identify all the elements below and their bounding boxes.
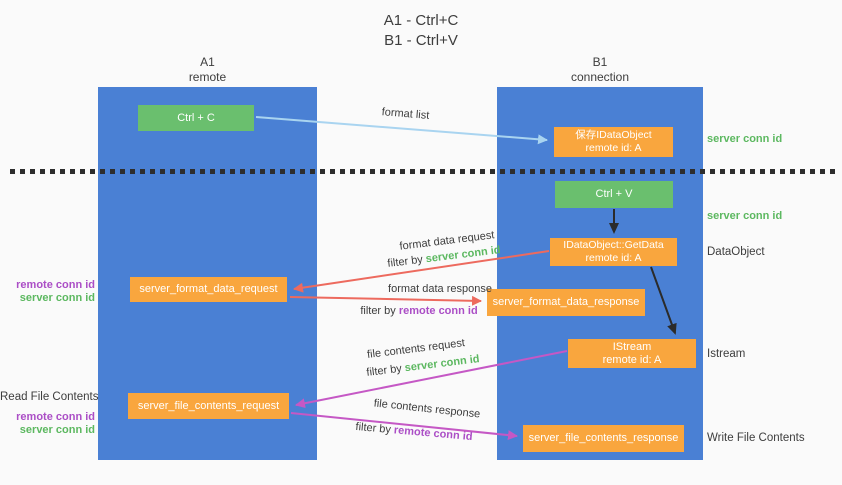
node-istream: IStream remote id: A <box>568 339 696 368</box>
node-server-file-contents-request: server_file_contents_request <box>128 393 289 419</box>
node-save-idataobject-line1: 保存IDataObject <box>575 129 652 141</box>
diagram-title: A1 - Ctrl+C B1 - Ctrl+V <box>0 11 842 51</box>
label-remote-conn-id-left-1: remote conn id <box>16 279 95 291</box>
label-format-data-response-filter: filter by remote conn id <box>343 305 495 317</box>
node-save-idataobject: 保存IDataObject remote id: A <box>554 127 673 157</box>
lifeline-b1-name: B1 <box>592 55 608 69</box>
label-server-conn-id-left-1: server conn id <box>19 292 95 304</box>
arrow-format-data-response <box>289 295 482 306</box>
label-read-file-contents: Read File Contents <box>0 391 99 403</box>
machine-boundary-dotted-line <box>10 169 840 174</box>
label-format-data-response: format data response <box>388 283 492 295</box>
node-format-response-label: server_format_data_response <box>492 296 640 308</box>
node-ctrl-v-label: Ctrl + V <box>595 188 633 200</box>
node-ctrl-v: Ctrl + V <box>555 181 673 208</box>
node-file-response-label: server_file_contents_response <box>528 432 679 444</box>
label-server-conn-id-left-2: server conn id <box>19 424 95 436</box>
label-istream: Istream <box>707 348 746 360</box>
lifeline-header-b1: B1 connection <box>497 55 703 85</box>
label-server-conn-id-mid-right: server conn id <box>707 210 783 222</box>
node-save-idataobject-line2: remote id: A <box>585 142 642 154</box>
server-conn-id-text: server conn id <box>404 353 481 375</box>
label-file-contents-response: file contents response <box>373 397 481 421</box>
node-getdata-line1: IDataObject::GetData <box>563 239 664 251</box>
filter-by-text: filter by <box>386 253 427 270</box>
node-server-format-data-response: server_format_data_response <box>487 289 645 316</box>
title-line-2: B1 - Ctrl+V <box>384 32 458 49</box>
node-getdata-line2: remote id: A <box>585 252 642 264</box>
remote-conn-id-text: remote conn id <box>398 305 478 317</box>
title-line-1: A1 - Ctrl+C <box>383 12 459 29</box>
label-file-contents-response-filter: filter by remote conn id <box>350 420 479 443</box>
node-ctrl-c: Ctrl + C <box>138 105 254 131</box>
filter-by-text: filter by <box>365 362 406 379</box>
lifeline-header-a1: A1 remote <box>98 55 317 85</box>
node-ctrl-c-label: Ctrl + C <box>177 111 215 124</box>
node-format-request-label: server_format_data_request <box>139 283 278 295</box>
node-server-file-contents-response: server_file_contents_response <box>523 425 684 452</box>
node-server-format-data-request: server_format_data_request <box>130 277 287 302</box>
filter-by-text: filter by <box>360 305 399 317</box>
lifeline-a1-name: A1 <box>200 55 215 69</box>
node-istream-line2: remote id: A <box>602 353 662 366</box>
node-istream-line1: IStream <box>612 340 652 353</box>
lifeline-a1-role: remote <box>188 70 227 84</box>
node-idataobject-getdata: IDataObject::GetData remote id: A <box>550 238 677 266</box>
label-server-conn-id-top-right: server conn id <box>707 133 783 145</box>
remote-conn-id-text: remote conn id <box>393 424 473 444</box>
label-remote-conn-id-left-2: remote conn id <box>16 411 95 423</box>
lifeline-b1-role: connection <box>570 70 630 84</box>
label-dataobject: DataObject <box>707 246 765 258</box>
label-write-file-contents: Write File Contents <box>707 432 805 444</box>
node-file-request-label: server_file_contents_request <box>137 399 280 412</box>
label-format-list: format list <box>381 106 430 122</box>
filter-by-text: filter by <box>355 420 395 437</box>
